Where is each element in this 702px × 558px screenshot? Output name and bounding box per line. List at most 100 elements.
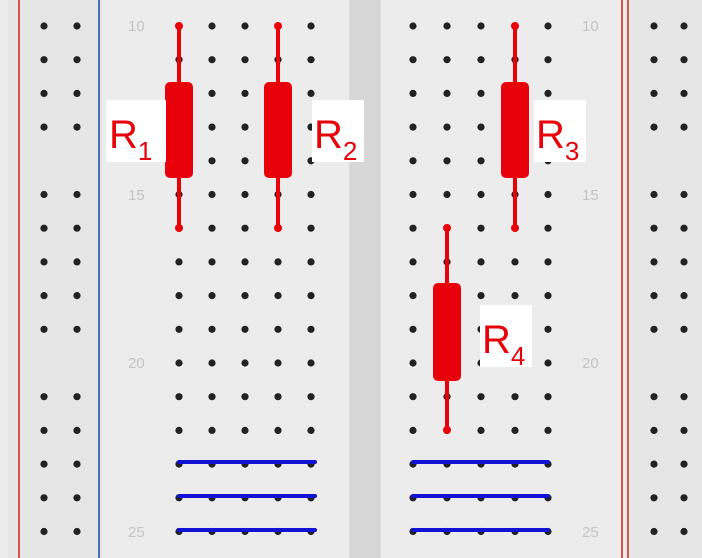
label-r2-letter: R — [314, 113, 343, 157]
resistor-r4[interactable] — [433, 224, 461, 434]
row-number-right-10: 10 — [582, 18, 599, 35]
breadboard-hole — [175, 325, 183, 333]
breadboard-hole — [40, 190, 48, 199]
breadboard-hole — [650, 190, 658, 199]
resistor-lead-end — [175, 224, 183, 232]
breadboard-hole — [307, 89, 315, 97]
breadboard-hole — [544, 258, 552, 266]
breadboard-hole — [40, 527, 48, 536]
breadboard-hole — [680, 325, 688, 333]
breadboard-hole — [40, 460, 48, 468]
breadboard-hole — [680, 190, 688, 199]
breadboard-hole — [477, 190, 485, 199]
breadboard-hole — [175, 292, 183, 300]
breadboard-hole — [241, 224, 249, 232]
breadboard-hole — [208, 22, 216, 30]
row-numbers-left: 10 15 20 25 — [128, 18, 145, 541]
resistor-r3[interactable] — [501, 22, 529, 232]
row-number-right-20: 20 — [582, 355, 599, 372]
breadboard-hole — [650, 292, 658, 300]
breadboard-hole — [409, 123, 417, 131]
breadboard-hole — [544, 292, 552, 300]
breadboard-hole — [175, 258, 183, 266]
breadboard-hole — [680, 292, 688, 300]
breadboard-hole — [477, 89, 485, 97]
jumper-wires — [177, 460, 550, 532]
row-number-left-10: 10 — [128, 18, 145, 35]
breadboard-hole — [208, 426, 216, 434]
breadboard-hole — [274, 426, 282, 434]
resistor-lead-end — [511, 22, 519, 30]
resistor-lead-end — [443, 426, 451, 434]
breadboard-hole — [443, 157, 451, 165]
breadboard-hole — [544, 22, 552, 30]
breadboard-hole — [241, 22, 249, 30]
breadboard-hole — [307, 224, 315, 232]
row-number-left-25: 25 — [128, 524, 145, 541]
breadboard-hole — [241, 393, 249, 401]
breadboard-hole — [650, 426, 658, 434]
row-number-left-20: 20 — [128, 355, 145, 372]
breadboard-hole — [241, 190, 249, 199]
breadboard-hole — [409, 56, 417, 64]
breadboard-hole — [650, 123, 658, 131]
breadboard-hole — [477, 56, 485, 64]
breadboard-hole — [409, 292, 417, 300]
breadboard-hole — [73, 190, 81, 199]
breadboard-hole — [650, 22, 658, 30]
breadboard-hole — [241, 123, 249, 131]
breadboard-hole — [477, 393, 485, 401]
breadboard-hole — [443, 123, 451, 131]
breadboard-hole — [650, 325, 658, 333]
center-channel — [350, 0, 380, 558]
breadboard-hole — [544, 393, 552, 401]
breadboard-hole — [544, 89, 552, 97]
breadboard-hole — [73, 22, 81, 30]
resistor-body — [165, 82, 193, 178]
resistor-r2[interactable] — [264, 22, 292, 232]
breadboard-hole — [443, 89, 451, 97]
breadboard-hole — [477, 123, 485, 131]
breadboard-hole — [409, 325, 417, 333]
breadboard-hole — [477, 157, 485, 165]
breadboard-hole — [409, 89, 417, 97]
label-r1-subscript: 1 — [138, 136, 152, 166]
breadboard-hole — [40, 89, 48, 97]
breadboard-hole — [40, 325, 48, 333]
row-numbers-right: 10 15 20 25 — [582, 18, 599, 541]
breadboard-hole — [241, 325, 249, 333]
resistor-lead-end — [274, 22, 282, 30]
breadboard-hole — [241, 157, 249, 165]
breadboard-hole — [409, 157, 417, 165]
breadboard-hole — [307, 426, 315, 434]
breadboard-hole — [544, 359, 552, 367]
label-r2-subscript: 2 — [343, 136, 357, 166]
svg-text:R4: R4 — [482, 318, 525, 371]
breadboard-hole — [40, 56, 48, 64]
row-number-right-25: 25 — [582, 524, 599, 541]
label-r2: R2 — [312, 100, 364, 166]
breadboard-hole — [73, 393, 81, 401]
breadboard-hole — [409, 359, 417, 367]
resistor-lead-end — [175, 22, 183, 30]
breadboard-hole — [241, 426, 249, 434]
breadboard-hole — [208, 157, 216, 165]
breadboard-hole — [208, 123, 216, 131]
breadboard-hole — [307, 359, 315, 367]
breadboard-hole — [73, 460, 81, 468]
breadboard-hole — [680, 527, 688, 536]
resistor-body — [433, 283, 461, 381]
resistor-r1[interactable] — [165, 22, 193, 232]
breadboard-hole — [443, 56, 451, 64]
row-number-left-15: 15 — [128, 187, 145, 204]
breadboard-hole — [511, 292, 519, 300]
breadboard-hole — [680, 460, 688, 468]
breadboard-hole — [274, 325, 282, 333]
svg-text:R3: R3 — [536, 113, 579, 166]
breadboard-hole — [208, 359, 216, 367]
breadboard-hole — [73, 426, 81, 434]
label-background — [480, 305, 532, 367]
breadboard-hole — [409, 22, 417, 30]
breadboard-hole — [443, 190, 451, 199]
breadboard-hole — [680, 393, 688, 401]
